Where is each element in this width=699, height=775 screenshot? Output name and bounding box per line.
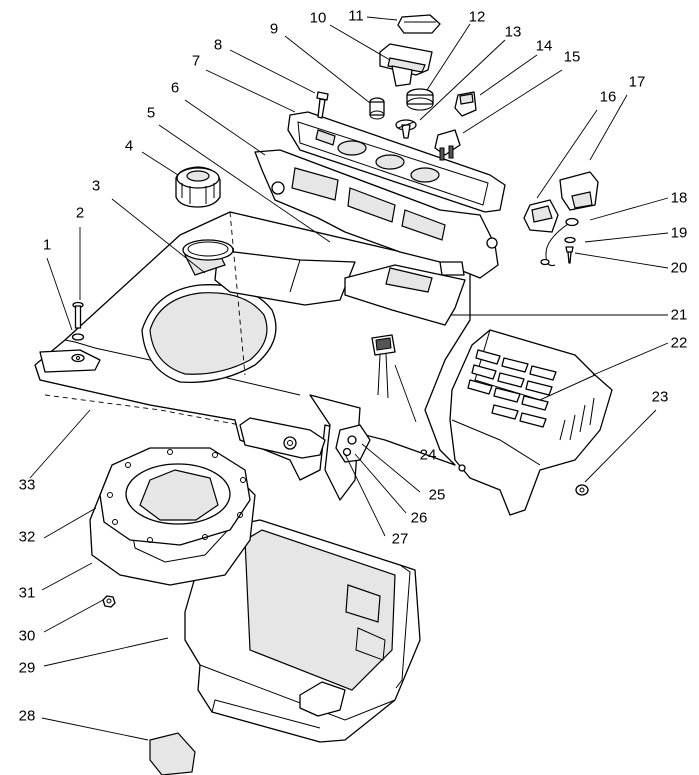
callout-20: 20 (671, 260, 688, 277)
grommet-part (406, 88, 434, 111)
callout-22: 22 (671, 335, 688, 352)
washer-part (564, 236, 576, 244)
callout-21: 21 (671, 307, 688, 324)
callout-28: 28 (19, 708, 36, 725)
callout-24: 24 (420, 447, 437, 464)
callout-25: 25 (429, 487, 446, 504)
connector-part (523, 199, 559, 233)
toggle-switch-part (454, 91, 477, 117)
callout-26: 26 (411, 510, 428, 527)
callout-2: 2 (76, 205, 84, 222)
engine-shroud-part (449, 329, 613, 516)
callout-4: 4 (125, 138, 133, 155)
callout-labels: 1 2 3 4 5 6 7 8 9 10 11 12 13 14 15 16 1… (19, 8, 688, 725)
nut-part (102, 595, 116, 608)
knob-part (395, 119, 417, 139)
upper-housing-part (34, 211, 471, 501)
callout-9: 9 (270, 21, 278, 38)
screw-part (565, 246, 574, 264)
callout-29: 29 (19, 660, 36, 677)
callout-27: 27 (392, 531, 409, 548)
screw-part (316, 91, 329, 119)
callout-31: 31 (19, 585, 36, 602)
lower-housing-part (184, 519, 421, 743)
control-panel-part (287, 111, 506, 213)
callout-14: 14 (536, 38, 553, 55)
callout-18: 18 (671, 190, 688, 207)
callout-1: 1 (43, 237, 51, 254)
dash-bracket-part (254, 149, 499, 279)
callout-12: 12 (469, 9, 486, 26)
callout-5: 5 (147, 105, 155, 122)
callout-13: 13 (505, 24, 522, 41)
plug-part (559, 171, 599, 211)
key-cap-part (397, 14, 441, 34)
callout-33: 33 (19, 477, 36, 494)
key-switch-part (379, 43, 433, 87)
pad-part (149, 732, 196, 775)
callout-8: 8 (214, 37, 222, 54)
callout-15: 15 (564, 49, 581, 66)
callout-11: 11 (348, 8, 364, 25)
tether-cable-part (540, 217, 579, 266)
screw-part (575, 484, 589, 496)
callout-7: 7 (192, 53, 200, 70)
wire-connector-part (371, 334, 396, 399)
washer-part (71, 333, 85, 363)
callout-16: 16 (600, 89, 617, 106)
callout-10: 10 (310, 10, 327, 27)
bracket-part (344, 264, 466, 326)
cap-ring-part (182, 239, 234, 261)
flange-ring-part (99, 447, 251, 546)
bushing-part (369, 97, 385, 120)
shroud-vent-slots (467, 349, 557, 428)
callout-17: 17 (629, 74, 646, 91)
nut-part (342, 447, 352, 457)
callout-32: 32 (19, 529, 36, 546)
screw-part (72, 301, 84, 329)
fill-cap-part (175, 166, 221, 208)
callout-23: 23 (652, 389, 669, 406)
callout-19: 19 (671, 225, 688, 242)
washer-part (347, 435, 357, 445)
callout-6: 6 (171, 80, 179, 97)
callout-30: 30 (19, 628, 36, 645)
callout-3: 3 (92, 178, 100, 195)
rocker-switch-part (434, 129, 461, 161)
leader-lines (29, 16, 669, 741)
